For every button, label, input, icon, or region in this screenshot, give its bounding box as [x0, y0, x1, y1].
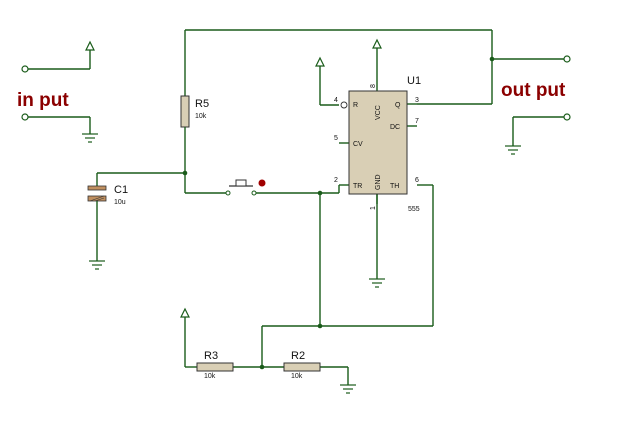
r3-ref: R3 — [204, 350, 218, 362]
button-indicator-icon — [258, 179, 266, 187]
junction-c1 — [182, 170, 188, 176]
u1-pin-number-vcc: 8 — [370, 84, 377, 88]
power-symbol-input — [85, 40, 95, 51]
input-label: in put — [17, 90, 69, 111]
u1-pin-label-th: TH — [390, 183, 399, 190]
input-terminal-bottom[interactable] — [21, 113, 29, 121]
u1-pin-number-gnd: 1 — [370, 206, 377, 210]
ground-symbol-input — [82, 133, 98, 143]
r3-value: 10k — [204, 373, 216, 380]
u1-pin-label-r: R — [353, 102, 358, 109]
ground-symbol-r2 — [320, 366, 356, 394]
ground-symbol-output — [505, 145, 521, 155]
r5-ref: R5 — [195, 98, 209, 110]
reset-inverter-bubble — [340, 101, 348, 109]
output-label: out put — [501, 80, 566, 101]
ground-symbol-c1 — [89, 205, 105, 270]
timing-wires — [233, 184, 434, 370]
top-wires — [184, 29, 495, 105]
r2-ref: R2 — [291, 350, 305, 362]
push-button[interactable] — [185, 179, 339, 196]
u1-ref: U1 — [407, 75, 421, 87]
output-terminals — [492, 55, 571, 146]
ic-u1-555[interactable] — [338, 90, 417, 204]
u1-pin-number-r: 4 — [334, 97, 338, 104]
u1-pin-label-cv: CV — [353, 141, 363, 148]
junction-threshold — [317, 323, 323, 329]
input-terminals — [21, 50, 91, 134]
u1-pin-label-dc: DC — [390, 124, 400, 131]
r5-value: 10k — [195, 113, 207, 120]
input-terminal-top[interactable] — [21, 65, 29, 73]
junction-trigger — [317, 190, 323, 196]
power-symbol-vcc — [372, 38, 382, 91]
u1-pin-number-dc: 7 — [415, 118, 419, 125]
c1-value: 10u — [114, 199, 126, 206]
output-terminal-top[interactable] — [563, 55, 571, 63]
u1-pin-number-th: 6 — [415, 177, 419, 184]
u1-pin-number-cv: 5 — [334, 135, 338, 142]
u1-pin-number-tr: 2 — [334, 177, 338, 184]
u1-pin-number-q: 3 — [415, 97, 419, 104]
u1-part: 555 — [408, 206, 420, 213]
u1-pin-label-gnd: GND — [375, 174, 382, 190]
resistor-r5[interactable] — [180, 95, 190, 193]
junction-divider — [259, 364, 265, 370]
resistor-r3[interactable] — [196, 362, 234, 372]
capacitor-c1[interactable] — [87, 172, 185, 205]
ground-symbol-u1 — [369, 194, 385, 288]
power-symbol-reset — [315, 56, 339, 106]
u1-pin-label-tr: TR — [353, 183, 362, 190]
u1-pin-label-vcc: VCC — [375, 105, 382, 120]
r2-value: 10k — [291, 373, 303, 380]
c1-ref: C1 — [114, 184, 128, 196]
power-symbol-r3 — [180, 307, 197, 368]
output-terminal-bottom[interactable] — [563, 113, 571, 121]
junction-output — [489, 56, 495, 62]
resistor-r2[interactable] — [283, 362, 321, 372]
u1-pin-label-q: Q — [395, 102, 401, 109]
